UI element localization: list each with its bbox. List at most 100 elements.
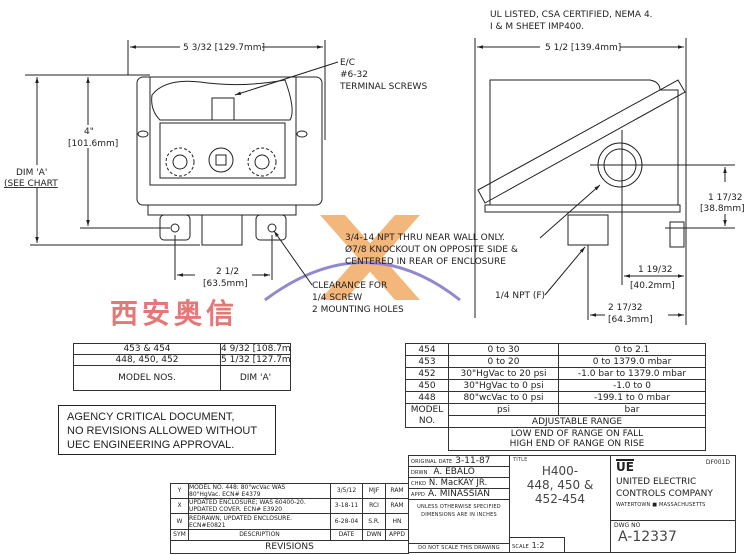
- terminal-note-2: #6-32: [340, 70, 368, 80]
- original-date-label: ORIGINAL DATE: [411, 459, 453, 465]
- rev-header: DWN: [362, 529, 386, 541]
- scale-label: SCALE: [512, 544, 530, 550]
- agency-line: NO REVISIONS ALLOWED WITHOUT: [67, 425, 258, 437]
- rev-header: APPD: [385, 529, 409, 541]
- bar-header: bar: [558, 403, 706, 416]
- watermark-logo: [264, 215, 461, 302]
- front-view: [25, 40, 339, 286]
- knockout-note-2: Ø7/8 KNOCKOUT ON OPPOSITE SIDE &: [345, 244, 518, 255]
- range-cell: 0 to 2.1: [558, 343, 706, 356]
- dim-1: 1 17/32: [708, 193, 743, 203]
- terminal-note-3: TERMINAL SCREWS: [339, 82, 427, 92]
- rev-date: 3/5/12: [330, 483, 363, 499]
- hole-spacing: 2 1/2: [216, 267, 239, 277]
- dim-3: 2 17/32: [608, 303, 643, 313]
- dim-1-mm: [38.8mm]: [700, 204, 745, 214]
- drawn-label: DRWN: [411, 470, 428, 476]
- clearance-note-1: CLEARANCE FOR: [312, 281, 387, 291]
- dim-2-mm: [40.2mm]: [630, 281, 675, 291]
- model-header-2: NO.: [405, 415, 449, 428]
- range-cell: 448: [405, 391, 449, 404]
- terminal-note-1: E/C: [340, 58, 355, 68]
- range-cell: 80"wcVac to 0 psi: [448, 391, 559, 404]
- agency-note: AGENCY CRITICAL DOCUMENT, NO REVISIONS A…: [58, 405, 276, 455]
- range-cell: 452: [405, 367, 449, 380]
- range-cell: -1.0 bar to 1379.0 mbar: [558, 367, 706, 380]
- rev-sym: Y: [170, 483, 189, 499]
- range-cell: 0 to 30: [448, 343, 559, 356]
- ue-logo: UE: [616, 459, 634, 474]
- certification-1: UL LISTED, CSA CERTIFIED, NEMA 4.: [490, 10, 653, 20]
- approved-label: APPD: [411, 492, 426, 498]
- port-note: 1/4 NPT (F): [495, 291, 545, 301]
- clearance-note-3: 2 MOUNTING HOLES: [312, 305, 404, 315]
- agency-line: UEC ENGINEERING APPROVAL.: [67, 439, 235, 451]
- rev-dwn: RCI: [362, 498, 386, 514]
- drawn-by: A. EBALO: [433, 467, 475, 477]
- range-cell: 453: [405, 355, 449, 368]
- approved-by: A. MINASSIAN: [427, 489, 490, 499]
- rev-desc-line: UPDATED ENCLOSURE; WAS 60400-20.: [189, 499, 306, 507]
- dim-cell: 453 & 454: [73, 343, 221, 355]
- drawing-title-line: 448, 450 &: [526, 478, 594, 492]
- rev-header: SYM: [170, 529, 189, 541]
- title-label: TITLE: [513, 457, 528, 463]
- knockout-note-3: CENTERED IN REAR OF ENCLOSURE: [345, 257, 506, 267]
- revisions-title: REVISIONS: [170, 540, 409, 554]
- psi-header: psi: [448, 403, 559, 416]
- rev-sym: X: [170, 498, 189, 514]
- rev-desc-line: MODEL NO. 448: 80"wcVac WAS: [189, 484, 286, 492]
- high-end-note: HIGH END OF RANGE ON RISE: [509, 439, 645, 449]
- dim-cell: 448, 450, 452: [73, 354, 221, 366]
- rev-desc-line: UPDATED COVER. ECN# E3920: [189, 506, 283, 513]
- rev-sym: W: [170, 513, 189, 530]
- dim-header: DIM 'A': [220, 365, 291, 391]
- rev-desc-line: ECN#E0821: [189, 521, 226, 529]
- hole-spacing-mm: [63.5mm]: [203, 279, 248, 289]
- checked-label: CHKD: [411, 481, 427, 487]
- side-view: [474, 38, 735, 325]
- range-cell: 30"HgVac to 0 psi: [448, 379, 559, 392]
- agency-line: AGENCY CRITICAL DOCUMENT,: [67, 411, 235, 423]
- rev-date: 6-28-04: [330, 513, 363, 530]
- drawing-title-line: 452-454: [534, 492, 586, 506]
- rev-appd: RAM: [385, 498, 409, 514]
- scale-value: 1:2: [531, 541, 545, 550]
- company-name-1: UNITED ELECTRIC: [616, 477, 697, 487]
- range-cell: 0 to 1379.0 mbar: [558, 355, 706, 368]
- company-location: WATERTOWN ■ MASSACHUSETTS: [616, 502, 706, 508]
- range-cell: 30"HgVac to 20 psi: [448, 367, 559, 380]
- range-cell: 0 to 20: [448, 355, 559, 368]
- dim-header: MODEL NOS.: [73, 365, 221, 391]
- side-width-dim: 5 1/2 [139.4mm]: [545, 43, 621, 53]
- dim-2: 1 19/32: [638, 265, 673, 275]
- original-date: 3-11-87: [455, 456, 491, 466]
- front-width-dim: 5 3/32 [129.7mm]: [183, 43, 265, 53]
- range-cell: 454: [405, 343, 449, 356]
- rev-header: DATE: [330, 529, 363, 541]
- see-chart-label: (SEE CHART: [4, 179, 58, 189]
- range-cell: -1.0 to 0: [558, 379, 706, 392]
- rev-header: DESCRIPTION: [188, 529, 331, 541]
- rev-desc: UPDATED ENCLOSURE; WAS 60400-20.UPDATED …: [188, 498, 331, 514]
- scale-cell: SCALE 1:2: [509, 537, 565, 553]
- knockout-note-1: 3/4-14 NPT THRU NEAR WALL ONLY.: [345, 233, 505, 243]
- clearance-note-2: 1/4 SCREW: [312, 293, 362, 303]
- rev-dwn: MJF: [362, 483, 386, 499]
- drawing-number-cell: DWG NO A-12337: [610, 520, 736, 553]
- dim-cell: 4 9/32 [108.7mm]: [220, 343, 291, 355]
- dim-3-mm: [64.3mm]: [608, 315, 653, 325]
- form-code: DF001D: [705, 459, 730, 466]
- rev-date: 3-18-11: [330, 498, 363, 514]
- company-cell: UE DF001D UNITED ELECTRIC CONTROLS COMPA…: [610, 455, 736, 521]
- rev-dwn: S.R.: [362, 513, 386, 530]
- model-header: MODEL: [405, 403, 449, 416]
- low-end-note: LOW END OF RANGE ON FALL: [510, 429, 644, 439]
- height-dim: 4": [84, 127, 94, 137]
